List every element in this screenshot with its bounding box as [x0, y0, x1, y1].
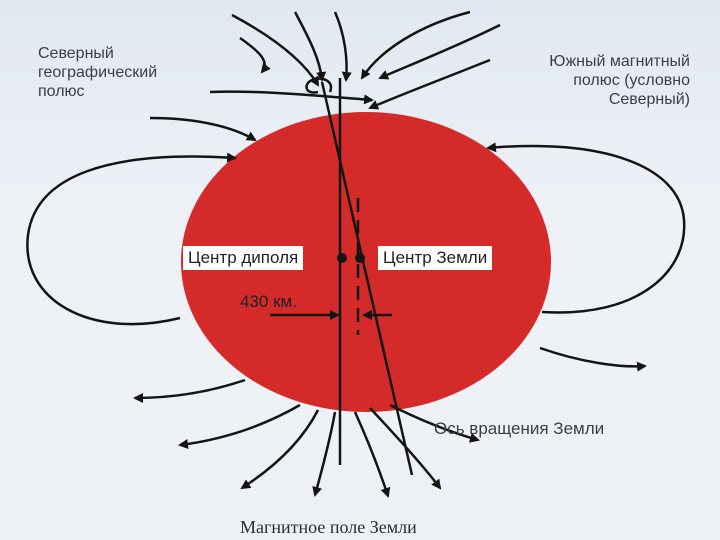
rotation-axis-label: Ось вращения Земли	[434, 419, 605, 438]
field-lines-top	[149, 10, 501, 142]
field-lines-bottom	[178, 403, 480, 498]
offset-label: 430 км.	[240, 292, 297, 311]
earth-sphere	[181, 112, 551, 412]
pole-loop-icon	[305, 77, 333, 94]
south-magnetic-pole-label: Южный магнитный полюс (условно Северный)	[549, 53, 690, 108]
field-lines-sides	[26, 142, 686, 403]
caption: Магнитное поле Земли	[240, 517, 417, 537]
north-geographic-pole-label: Северный географический полюс	[38, 45, 158, 100]
dipole-center-label: Центр диполя	[183, 246, 304, 270]
earth-center-label: Центр Земли	[378, 246, 493, 270]
earth-center-dot	[355, 253, 365, 263]
dipole-center-dot	[337, 253, 347, 263]
magnetic-axis-line	[320, 81, 414, 476]
